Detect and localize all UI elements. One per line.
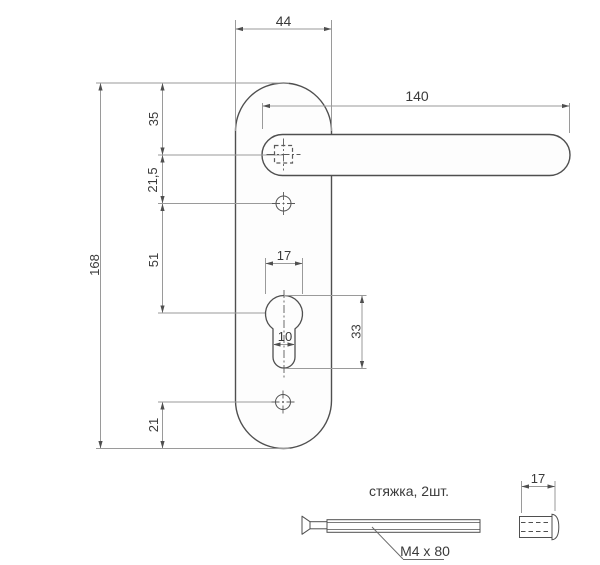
- arrowhead: [359, 295, 365, 303]
- dim-label: 168: [87, 254, 102, 276]
- arrowhead: [295, 261, 303, 266]
- sleeve-head: [551, 513, 560, 541]
- tie-bolt: стяжка, 2шт. M4 x 80: [301, 483, 481, 560]
- arrowhead: [547, 484, 555, 489]
- dim-label: 21: [146, 418, 161, 432]
- arrowhead: [160, 155, 165, 163]
- dim-label: 44: [276, 13, 292, 29]
- dim-left-stack: 35 21,5 51 21: [96, 82, 290, 449]
- keyhole: 17 33 10: [264, 248, 367, 378]
- bolt-shank: [309, 521, 328, 530]
- dim-label: 21,5: [145, 167, 160, 192]
- dim-label: 17: [531, 471, 545, 486]
- dim-label: 10: [278, 329, 292, 344]
- handle-lever: [261, 133, 571, 177]
- spindle-hole: [266, 138, 301, 171]
- arrowhead: [521, 484, 529, 489]
- bolt-head: [301, 515, 311, 535]
- leader-line: [371, 526, 404, 560]
- arrowhead: [359, 361, 365, 369]
- dim-handle-length: 140: [262, 88, 570, 133]
- arrowhead: [160, 196, 165, 204]
- fastener-size-label: M4 x 80: [400, 543, 450, 559]
- arrowhead: [160, 305, 165, 313]
- bolt-threaded-rod: [326, 519, 481, 533]
- arrowhead: [98, 83, 103, 91]
- sleeve-nut: 17: [519, 471, 560, 541]
- dim-label: 33: [349, 324, 364, 338]
- arrowhead: [273, 342, 281, 347]
- fastener-label: стяжка, 2шт.: [369, 483, 449, 499]
- dim-overall-height: 168: [87, 83, 103, 449]
- dim-label: 35: [146, 112, 161, 126]
- arrowhead: [287, 342, 295, 347]
- arrowhead: [98, 441, 103, 449]
- arrowhead: [235, 26, 243, 32]
- screw-hole-top: [272, 192, 295, 215]
- arrowhead: [562, 103, 570, 109]
- arrowhead: [324, 26, 332, 32]
- arrowhead: [160, 402, 165, 410]
- arrowhead: [265, 261, 273, 266]
- dim-plate-width: 44: [235, 13, 332, 131]
- sleeve-body: [519, 516, 553, 538]
- dim-label: 140: [405, 88, 429, 104]
- arrowhead: [160, 83, 165, 91]
- arrowhead: [160, 441, 165, 449]
- arrowhead: [160, 147, 165, 155]
- dim-label: 51: [146, 253, 161, 267]
- dim-label: 17: [277, 248, 291, 263]
- screw-hole-bottom: [271, 390, 295, 414]
- arrowhead: [160, 203, 165, 211]
- arrowhead: [262, 103, 270, 109]
